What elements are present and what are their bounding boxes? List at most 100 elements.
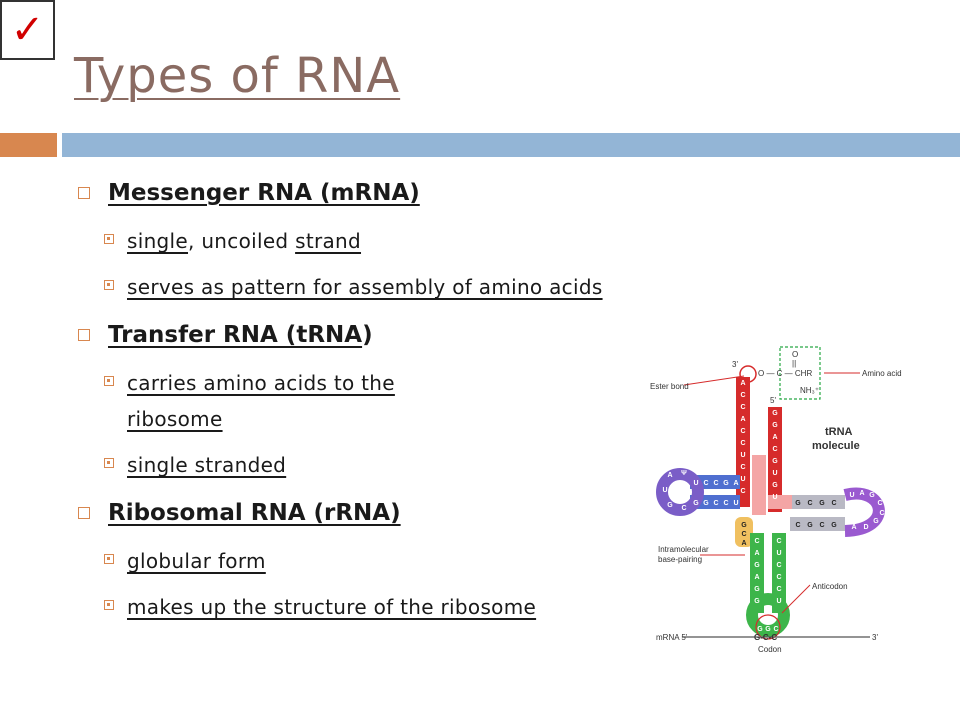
amino-group-box	[779, 346, 821, 400]
base-t-loop: D	[863, 524, 868, 531]
base-variable: A	[741, 540, 746, 547]
label-codon-bases: G-C-C	[754, 633, 777, 642]
base-t-loop: G	[873, 518, 879, 525]
base-t-loop: C	[879, 510, 884, 517]
bullet-square-icon	[78, 329, 90, 341]
acceptor-stem-left	[736, 377, 750, 507]
base-acceptor-left: A	[740, 380, 745, 387]
label-molecule: molecule	[812, 440, 860, 452]
anticodon-circle	[755, 614, 781, 640]
base-acceptor-left: C	[740, 488, 745, 495]
base-acceptor-left: C	[740, 428, 745, 435]
variable-loop	[735, 517, 753, 547]
acceptor-stem-mid	[752, 455, 766, 515]
base-t-loop: A	[859, 490, 864, 497]
base-t-arm-bottom: G	[831, 522, 837, 529]
base-d-arm-top: U	[693, 480, 698, 487]
base-d-arm-bottom: G	[703, 500, 709, 507]
bullet-icon	[104, 234, 114, 244]
base-variable: C	[741, 531, 746, 538]
label-mrna-3-prime: 3'	[872, 633, 878, 642]
base-d-arm-top: G	[723, 480, 729, 487]
bullet-rrna-2: makes up the structure of the ribosome	[104, 592, 536, 622]
label-mrna: mRNA 5'	[656, 633, 688, 642]
label-chem-eq: ||	[792, 359, 796, 368]
bullet-trna-1: carries amino acids to the ribosome	[104, 368, 395, 434]
base-d-loop: G	[667, 502, 673, 509]
bullet-mrna-2: serves as pattern for assembly of amino …	[104, 272, 603, 302]
bullet-text-strand: strand	[295, 229, 362, 253]
base-t-arm-bottom: C	[795, 522, 800, 529]
base-anticodon-right: U	[776, 550, 781, 557]
base-acceptor-left: U	[740, 476, 745, 483]
base-acceptor-right: G	[772, 458, 778, 465]
label-trna: tRNA	[825, 426, 853, 438]
base-d-arm-top: C	[713, 480, 718, 487]
bullet-trna-2: single stranded	[104, 450, 286, 480]
base-anticodon-loop: G	[757, 626, 763, 633]
t-arm-bottom	[790, 517, 845, 531]
ester-bond-line	[683, 375, 745, 386]
base-acceptor-right: G	[772, 482, 778, 489]
bullet-text-uncoiled: , uncoiled	[188, 229, 296, 253]
bullet-text-single: single	[127, 229, 189, 253]
base-t-arm-top: G	[819, 500, 825, 507]
bullet-text: serves as pattern for assembly of amino …	[127, 275, 603, 299]
t-arm-top	[790, 495, 845, 509]
base-d-loop: Ψ	[681, 470, 687, 477]
base-t-arm-top: C	[831, 500, 836, 507]
base-anticodon-right: C	[776, 562, 781, 569]
accent-bar-blue	[62, 133, 960, 157]
base-anticodon-right: C	[776, 574, 781, 581]
bullet-rrna-1: globular form	[104, 546, 266, 576]
base-acceptor-right: G	[772, 410, 778, 417]
outline-item-rrna: Ribosomal RNA (rRNA)	[78, 500, 401, 526]
label-amino-acid: Amino acid	[862, 369, 902, 378]
base-anticodon-right: C	[776, 586, 781, 593]
bullet-text-line2: ribosome	[127, 407, 223, 431]
base-anticodon-loop: C	[773, 626, 778, 633]
base-acceptor-left: C	[740, 404, 745, 411]
base-acceptor-left: A	[740, 416, 745, 423]
base-t-loop: A	[851, 524, 856, 531]
bullet-icon	[104, 458, 114, 468]
base-d-loop: U	[662, 487, 667, 494]
bullet-icon	[104, 376, 114, 386]
label-codon: Codon	[758, 645, 782, 654]
base-t-loop: U	[849, 492, 854, 499]
accent-bar-orange	[0, 133, 57, 157]
base-d-loop: C	[681, 505, 686, 512]
checkmark-icon: ✓	[10, 7, 45, 53]
base-d-arm-bottom: C	[713, 500, 718, 507]
base-d-arm-bottom: G	[693, 500, 699, 507]
acceptor-stem-right	[768, 407, 782, 512]
bullet-icon	[104, 554, 114, 564]
base-d-arm-top: C	[703, 480, 708, 487]
base-acceptor-right: C	[772, 446, 777, 453]
base-d-arm-bottom: U	[733, 500, 738, 507]
base-t-arm-bottom: G	[807, 522, 813, 529]
connector-pink	[768, 495, 792, 509]
label-ester-bond: Ester bond	[650, 382, 689, 391]
bullet-text-line1: carries amino acids to the	[127, 371, 395, 395]
base-anticodon-left: A	[754, 574, 759, 581]
heading-trna: Transfer RNA (tRNA	[108, 322, 363, 348]
base-variable: G	[741, 522, 747, 529]
base-acceptor-left: C	[740, 440, 745, 447]
bullet-text: makes up the structure of the ribosome	[127, 595, 537, 619]
base-d-arm-bottom: C	[723, 500, 728, 507]
anticodon-loop	[746, 593, 790, 637]
base-d-arm-top: A	[733, 480, 738, 487]
base-anticodon-right: U	[776, 598, 781, 605]
bullet-icon	[104, 600, 114, 610]
label-chem-o: O	[792, 350, 798, 359]
base-anticodon-left: G	[754, 598, 760, 605]
bullet-icon	[104, 280, 114, 290]
base-acceptor-left: C	[740, 464, 745, 471]
base-d-loop: A	[667, 472, 672, 479]
base-anticodon-left: A	[754, 550, 759, 557]
t-loop	[843, 487, 885, 537]
base-acceptor-right: A	[772, 434, 777, 441]
checkmark-box: ✓	[0, 0, 55, 60]
anticodon-stem-right	[772, 533, 786, 613]
